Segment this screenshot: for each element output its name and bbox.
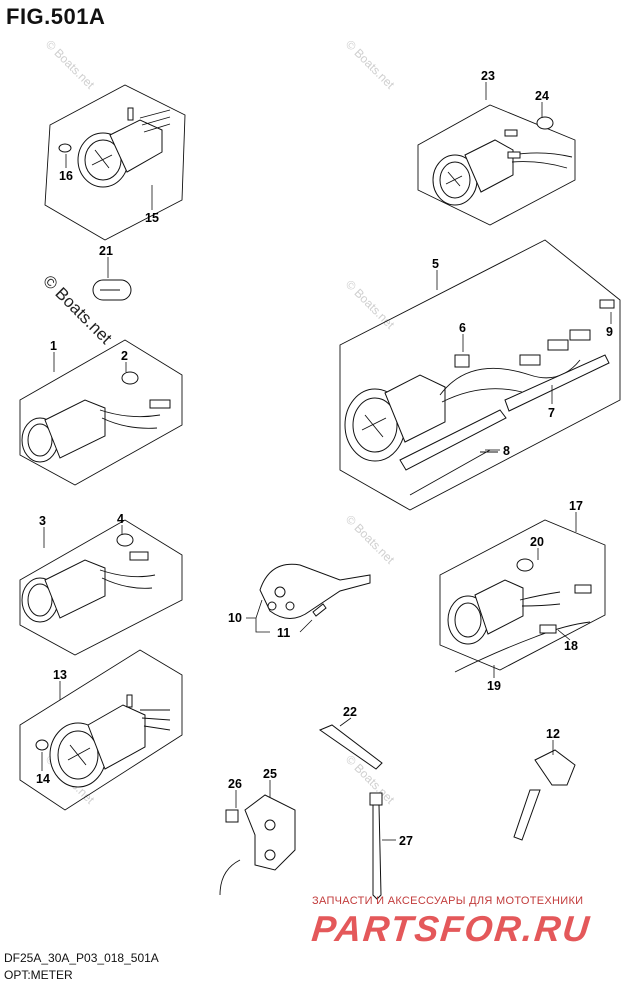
bulb-24	[536, 116, 554, 130]
callout-18: 18	[564, 639, 578, 653]
gauge-23	[432, 116, 573, 206]
callout-6: 6	[459, 321, 466, 335]
watermark: © Boats.net	[343, 512, 398, 567]
callout-19: 19	[487, 679, 501, 693]
callout-21: 21	[99, 244, 113, 258]
socket	[149, 399, 171, 409]
callout-17: 17	[569, 499, 583, 513]
bracket-10	[259, 563, 371, 619]
screw-26	[225, 809, 239, 823]
brand-logo: PARTSFOR.RU	[309, 908, 593, 949]
callout-11: 11	[277, 626, 290, 640]
callout-23: 23	[481, 69, 495, 83]
box-15	[44, 84, 186, 241]
box-5	[339, 239, 621, 511]
figure-name: OPT:METER	[4, 968, 73, 982]
callouts: 23 24 21 5 6 9 7 8 1 2 3 4 17 20 18 19 1…	[36, 69, 613, 848]
bulb-6	[454, 354, 470, 368]
sensor-25	[219, 794, 296, 896]
cable-tie-27	[369, 792, 383, 900]
bulb-20	[516, 558, 534, 572]
tube-7	[504, 354, 610, 412]
callout-22: 22	[343, 705, 357, 719]
box-17	[439, 519, 606, 671]
callout-27: 27	[399, 834, 413, 848]
bulb-16	[58, 143, 72, 153]
callout-7: 7	[548, 406, 555, 420]
callout-2: 2	[121, 349, 128, 363]
brand-subtitle: ЗАПЧАСТИ И АКСЕССУАРЫ ДЛЯ МОТОТЕХНИКИ	[312, 895, 584, 907]
gauge-13	[35, 694, 171, 788]
bracket-22	[318, 724, 383, 770]
callout-12: 12	[546, 727, 560, 741]
cap-21	[92, 279, 132, 301]
watermark: © Boats.net	[343, 37, 398, 92]
callout-26: 26	[228, 777, 242, 791]
group-boxes	[19, 84, 621, 811]
callout-25: 25	[263, 767, 277, 781]
screw-11	[312, 603, 327, 617]
figure-title: FIG.501A	[6, 4, 106, 29]
leader-lines	[41, 82, 612, 841]
callout-1: 1	[50, 339, 57, 353]
bulb-14	[35, 739, 49, 751]
bulb-4	[116, 533, 134, 547]
callout-20: 20	[530, 535, 544, 549]
figure-code: DF25A_30A_P03_018_501A	[4, 951, 159, 965]
callout-10: 10	[228, 611, 242, 625]
callout-15: 15	[145, 211, 159, 225]
callout-16: 16	[59, 169, 73, 183]
box-3	[19, 519, 183, 656]
bracket-12	[513, 749, 576, 841]
bulb-2	[121, 371, 139, 385]
watermark: © Boats.net	[343, 277, 398, 332]
box-13	[19, 649, 183, 811]
callout-5: 5	[432, 257, 439, 271]
callout-9: 9	[606, 325, 613, 339]
connector-18	[539, 624, 557, 634]
callout-8: 8	[503, 444, 510, 458]
gauge-5	[344, 299, 615, 496]
gauge-17	[447, 558, 592, 673]
callout-14: 14	[36, 772, 50, 786]
gauge-3	[21, 533, 156, 623]
callout-3: 3	[39, 514, 46, 528]
tie-8	[409, 449, 491, 496]
callout-4: 4	[117, 512, 124, 526]
tube	[399, 409, 507, 471]
callout-13: 13	[53, 668, 67, 682]
box-23	[417, 104, 576, 226]
bulb-9	[599, 299, 615, 309]
callout-24: 24	[535, 89, 549, 103]
box-1	[19, 339, 183, 486]
harness-19	[454, 621, 591, 673]
watermark: © Boats.net	[43, 37, 98, 92]
gauge-15	[58, 107, 171, 188]
gauge-1	[21, 371, 171, 463]
